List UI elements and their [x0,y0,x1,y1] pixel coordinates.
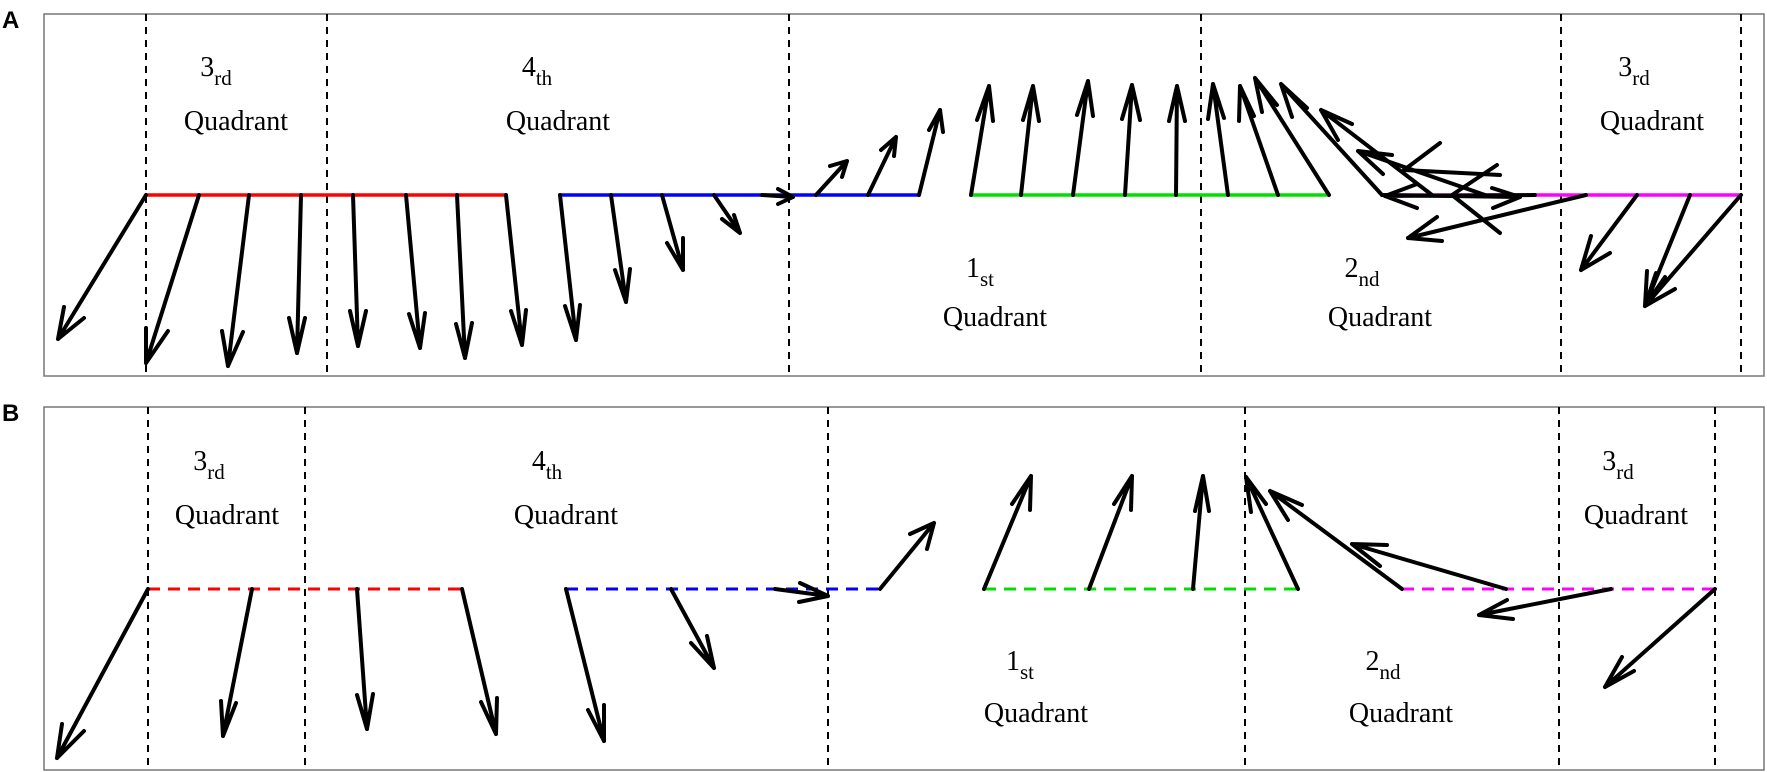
vector-arrow [504,193,528,347]
panel-a-quadrant-labels: 3rd Quadrant 4th Quadrant 1st Quadrant 2… [184,52,1704,333]
quadrant-num: 3 [1618,52,1632,83]
vector-arrow [773,581,830,604]
panel-b-dividers [147,407,1716,770]
quadrant-num: 2 [1345,253,1359,284]
quadrant-number: 2nd [1345,253,1381,291]
quadrant-word: Quadrant [1328,302,1432,333]
quadrant-suffix: rd [1616,460,1634,484]
vector-arrow [219,587,254,738]
quadrant-number: 3rd [1618,52,1650,90]
vector-arrow [1450,163,1502,235]
vector-arrow [609,193,632,304]
vector-arrow [866,135,898,197]
panel-b-quadrant-labels: 3rd Quadrant 4th Quadrant 1st Quadrant 2… [175,446,1688,729]
vector-arrow [454,193,474,360]
vector-arrow [1406,193,1588,243]
vector-arrow [1268,489,1404,591]
vector-arrow [1087,474,1134,591]
panel-b-frame [43,406,1765,771]
quadrant-word: Quadrant [184,106,288,137]
quadrant-number: 4th [522,52,553,90]
quadrant-word: Quadrant [506,106,610,137]
quadrant-suffix: nd [1380,660,1402,684]
vector-arrow [564,587,606,743]
vector-arrow [558,193,582,342]
quadrant-suffix: rd [207,460,225,484]
vector-arrow [1643,193,1743,308]
vector-arrow [1253,76,1331,197]
quadrant-num: 1 [1006,646,1020,677]
vector-arrow [1167,84,1187,197]
vector-arrow [1244,475,1300,591]
vector-arrow [917,108,945,197]
quadrant-number: 3rd [200,52,232,90]
panel-a: A [2,7,1765,377]
quadrant-suffix: rd [1632,66,1650,90]
quadrant-word: Quadrant [1600,106,1704,137]
vector-arrow [669,587,716,670]
quadrant-num: 3 [1602,446,1616,477]
quadrant-number: 3rd [1602,446,1634,484]
vector-arrow [1019,84,1041,197]
panel-b-letter: B [2,400,19,427]
vector-arrow [56,193,148,341]
quadrant-word: Quadrant [984,698,1088,729]
panel-a-frame [43,13,1765,377]
quadrant-word: Quadrant [175,500,279,531]
quadrant-number: 4th [532,446,563,484]
quadrant-word: Quadrant [514,500,618,531]
quadrant-suffix: st [1020,660,1034,684]
vector-arrow [982,474,1033,591]
quadrant-suffix: th [536,66,553,90]
vector-arrow [1206,82,1230,197]
vector-arrow [1237,84,1280,197]
quadrant-word: Quadrant [1584,500,1688,531]
quadrant-num: 2 [1366,646,1380,677]
vector-arrow [1191,474,1211,591]
quadrant-suffix: rd [214,66,232,90]
quadrant-num: 1 [966,253,980,284]
vector-arrow [1477,587,1613,621]
vector-arrow [878,521,936,591]
quadrant-number: 3rd [193,446,225,484]
vector-arrow [404,193,427,350]
panel-a-letter: A [2,7,19,34]
quadrant-word: Quadrant [943,302,1047,333]
quadrant-num: 3 [200,52,214,83]
quadrant-num: 4 [522,52,536,83]
vector-arrow [1071,79,1095,197]
vector-arrow [287,193,307,355]
quadrant-num: 4 [532,446,546,477]
quadrant-num: 3 [193,446,207,477]
quadrant-number: 2nd [1366,646,1402,684]
vector-arrow [460,587,499,736]
quadrant-word: Quadrant [1349,698,1453,729]
vector-arrow [1279,82,1384,197]
vector-arrow [969,84,995,197]
panel-b-arrows [55,474,1717,760]
vector-arrow [1120,83,1142,197]
vector-arrow [1579,193,1639,272]
quadrant-suffix: nd [1359,267,1381,291]
quadrant-suffix: st [980,267,994,291]
vector-arrow [220,193,251,368]
vector-arrow [144,193,201,365]
quadrant-number: 1st [966,253,994,291]
quadrant-number: 1st [1006,646,1034,684]
vector-arrow [55,587,150,760]
vector-arrow [1350,542,1508,591]
panel-a-arrows [56,76,1743,368]
vector-arrow [348,193,368,348]
quadrant-suffix: th [546,460,563,484]
vector-arrow [814,159,849,197]
panel-b: B [2,400,1765,771]
panel-a-dividers [145,14,1742,376]
vector-arrow [355,587,375,731]
vector-arrow [712,193,742,235]
vector-arrow [760,187,795,206]
vector-arrow [660,193,685,272]
vector-arrow [1603,587,1717,689]
